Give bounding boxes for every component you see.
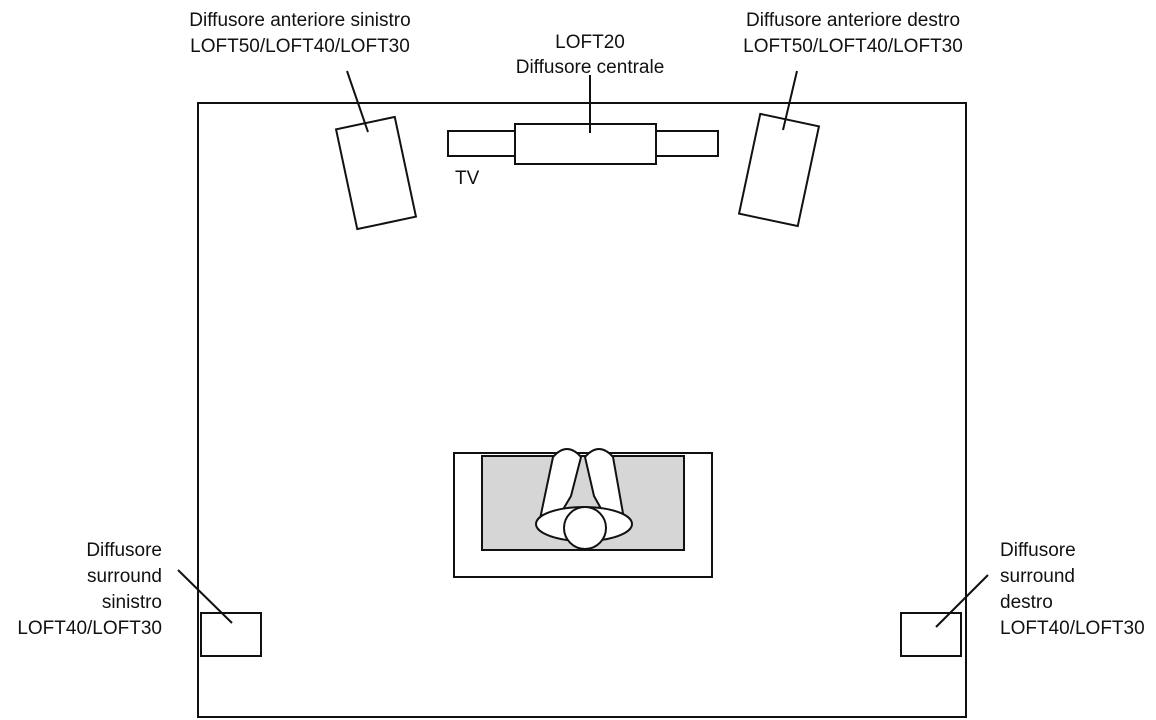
surround-right-label-line1: Diffusore [1000,540,1076,561]
surround-right-leader-line [935,574,989,628]
center-label: LOFT20 Diffusore centrale [516,32,665,78]
center-speaker [514,123,657,165]
surround-left-label-line2: surround [87,566,162,587]
front-left-label-line1: Diffusore anteriore sinistro [189,10,410,31]
front-right-label-line2: LOFT50/LOFT40/LOFT30 [743,36,963,57]
surround-right-speaker [900,612,962,657]
surround-left-label-line4: LOFT40/LOFT30 [17,618,162,639]
surround-right-label-line2: surround [1000,566,1075,587]
center-label-line2: Diffusore centrale [516,57,665,78]
surround-left-label-line1: Diffusore [86,540,162,561]
room-outline [197,102,967,718]
surround-left-label: Diffusore surround sinistro LOFT40/LOFT3… [17,540,162,639]
center-label-line1: LOFT20 [555,32,625,53]
surround-right-label: Diffusore surround destro LOFT40/LOFT30 [1000,540,1145,639]
front-right-label-line1: Diffusore anteriore destro [746,10,960,31]
surround-left-speaker [200,612,262,657]
front-left-label: Diffusore anteriore sinistro LOFT50/LOFT… [189,10,410,57]
listener-figure [535,448,633,550]
surround-right-label-line3: destro [1000,592,1053,613]
front-right-leader-line [782,70,798,131]
front-right-speaker [737,112,821,228]
surround-right-label-line4: LOFT40/LOFT30 [1000,618,1145,639]
front-left-label-line2: LOFT50/LOFT40/LOFT30 [190,36,410,57]
front-right-label: Diffusore anteriore destro LOFT50/LOFT40… [743,10,963,57]
front-left-leader-line [346,70,369,133]
surround-left-leader-line [177,569,233,624]
surround-left-label-line3: sinistro [102,592,162,613]
tv-label: TV [455,168,480,189]
